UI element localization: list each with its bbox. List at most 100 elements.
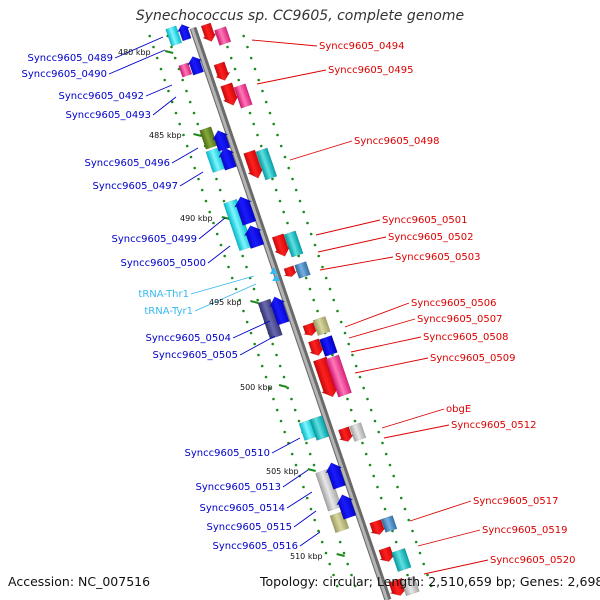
gene-feature-shape: [378, 546, 396, 562]
track-dot: [306, 221, 309, 225]
track-dot: [287, 166, 291, 170]
gene-feature: [378, 546, 396, 562]
gene-feature: [187, 56, 205, 76]
gene-label: Syncc9605_0490: [22, 69, 108, 80]
gene-feature: [200, 22, 217, 42]
gene-feature-shape: [319, 335, 338, 357]
track-dot: [163, 78, 166, 82]
kbp-scale: 480 kbp 485 kbp 490 kbp 495 kbp 500 kbp …: [118, 48, 323, 561]
track-dot: [335, 584, 339, 588]
track-dot: [271, 342, 275, 346]
gene-feature: [307, 338, 325, 356]
track-dot: [286, 386, 290, 390]
track-dot: [324, 551, 328, 555]
leader-line: [293, 510, 317, 528]
gene-label: Syncc9605_0499: [112, 234, 198, 245]
track-dot: [264, 100, 268, 104]
track-dot: [249, 331, 253, 335]
kbp-tick: [278, 384, 288, 388]
track-dot: [291, 177, 294, 181]
track-dot: [312, 298, 316, 302]
track-dot: [242, 34, 245, 38]
gene-feature-shape: [325, 462, 347, 490]
track-dot: [218, 188, 222, 192]
track-dot: [399, 496, 403, 500]
track-dot: [426, 573, 429, 577]
genome-backbone: [189, 26, 392, 600]
gene-feature: [325, 462, 347, 490]
track-dot: [215, 232, 219, 236]
gene-feature: [338, 426, 355, 442]
track-dot: [174, 111, 178, 115]
gene-label: Syncc9605_0502: [388, 232, 474, 243]
leader-line: [348, 318, 416, 339]
gene-label: Syncc9605_0489: [28, 53, 114, 64]
track-dot: [252, 287, 256, 291]
left-gene-labels: Syncc9605_0489 Syncc9605_0490 Syncc9605_…: [22, 53, 299, 552]
track-dot: [159, 67, 163, 71]
track-dot: [346, 562, 350, 566]
leader-line: [423, 559, 489, 575]
track-dot: [411, 529, 414, 533]
gene-feature: [302, 322, 319, 336]
gene-feature: [218, 147, 237, 171]
kbp-tick: [164, 50, 174, 54]
track-dot: [302, 485, 305, 489]
leader-line: [417, 529, 481, 547]
track-dot: [208, 210, 211, 214]
gene-label: tRNA-Thr1: [138, 289, 189, 300]
leader-line: [344, 302, 410, 328]
gene-feature: [391, 547, 412, 573]
track-dot: [173, 56, 177, 60]
track-dot: [261, 89, 264, 93]
gene-label: Syncc9605_0513: [196, 482, 282, 493]
track-dot: [286, 221, 289, 225]
track-dot: [343, 331, 347, 335]
gene-label: Syncc9605_0507: [417, 314, 503, 325]
track-dot: [189, 155, 193, 159]
track-dot: [338, 540, 342, 544]
leader-line: [239, 335, 276, 356]
track-dot: [268, 386, 272, 390]
gene-feature: [165, 25, 183, 47]
track-dot: [342, 551, 346, 555]
gene-feature-shape: [380, 515, 398, 533]
track-dot: [312, 463, 316, 467]
gene-feature-shape: [349, 422, 367, 442]
track-dot: [317, 254, 321, 258]
track-dot: [279, 419, 283, 423]
kbp-label: 485 kbp: [149, 131, 182, 140]
track-dot: [197, 177, 200, 181]
gene-feature: [243, 149, 264, 179]
track-dot: [313, 518, 317, 522]
gene-feature: [176, 24, 192, 42]
gene-feature-shape: [200, 22, 217, 42]
leader-line: [319, 256, 394, 271]
track-dot: [354, 364, 358, 368]
leader-line: [179, 171, 204, 187]
gene-label: Syncc9605_0504: [146, 333, 232, 344]
gene-label: Syncc9605_0506: [411, 298, 497, 309]
gene-label: Syncc9605_0514: [200, 503, 286, 514]
kbp-label: 495 kbp: [209, 298, 242, 307]
gene-label: Syncc9605_0519: [482, 525, 568, 536]
track-dot: [178, 122, 181, 126]
gene-feature-shape: [220, 82, 239, 106]
track-dot: [396, 485, 399, 489]
track-dot: [274, 188, 278, 192]
track-dot: [339, 320, 343, 324]
leader-line: [251, 39, 318, 47]
kbp-label: 510 kbp: [290, 552, 323, 561]
track-dot: [271, 177, 274, 181]
gene-label: Syncc9605_0501: [382, 215, 468, 226]
track-dot: [304, 276, 308, 280]
track-dot: [364, 452, 368, 456]
right-gene-labels: Syncc9605_0494 Syncc9605_0495 Syncc9605_…: [319, 41, 576, 566]
trna-marker: [272, 274, 281, 281]
track-dot: [328, 287, 332, 291]
gene-feature-shape: [294, 261, 311, 279]
track-dot: [290, 452, 294, 456]
gene-feature: [178, 62, 193, 78]
track-dot: [320, 540, 324, 544]
